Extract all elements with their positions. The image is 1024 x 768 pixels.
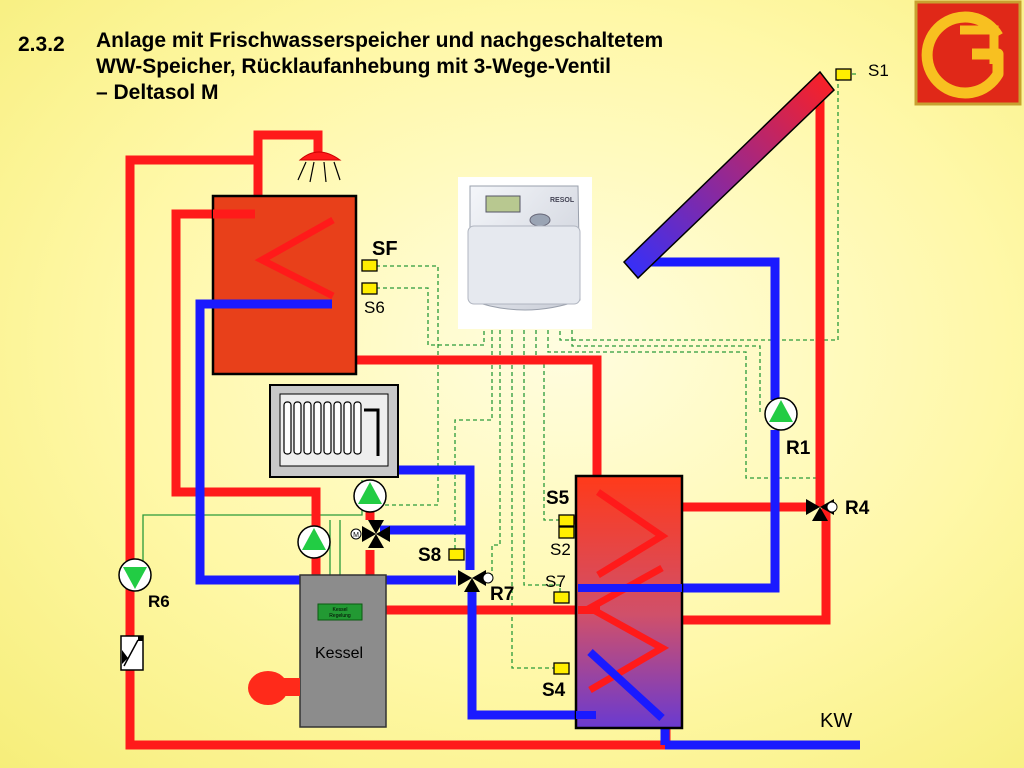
thermostatic-mixer-icon [120, 635, 144, 671]
controller-brand: RESOL [550, 197, 575, 204]
mixing-valve-m-icon [350, 520, 390, 548]
label-s1: S1 [868, 61, 889, 80]
boiler-control-label-1: Kessel [332, 607, 347, 613]
label-s2: S2 [550, 540, 571, 559]
sensor-s6 [361, 282, 378, 295]
label-r4: R4 [845, 498, 870, 519]
boiler-control-unit [317, 603, 363, 621]
label-r1: R1 [786, 438, 811, 459]
pump-heating-icon [353, 479, 387, 513]
pump-r1-icon [764, 397, 798, 431]
fresh-water-storage [211, 194, 358, 376]
section-number: 2.3.2 [18, 33, 65, 56]
company-logo-icon [914, 0, 1022, 106]
label-s7: S7 [545, 572, 566, 591]
page-title: Anlage mit Frischwasserspeicher und nach… [96, 28, 816, 106]
burner-icon [248, 671, 288, 705]
boiler [299, 574, 387, 728]
title-line-1: Anlage mit Frischwasserspeicher und nach… [96, 29, 664, 52]
title-line-2: WW-Speicher, Rücklaufanhebung mit 3-Wege… [96, 55, 611, 78]
label-kw: KW [820, 710, 853, 732]
valve-r7-icon [458, 570, 494, 592]
sensor-s5 [558, 514, 575, 527]
pump-boiler-icon [297, 525, 331, 559]
label-s5: S5 [546, 488, 570, 509]
label-s8: S8 [418, 545, 442, 566]
solar-controller-icon [458, 177, 592, 329]
sensor-s2 [558, 526, 575, 539]
label-sf: SF [372, 238, 398, 260]
label-r7: R7 [490, 584, 515, 605]
burner-fan-icon [284, 678, 300, 696]
radiator-icon [269, 384, 399, 478]
motor-label: M [353, 532, 359, 539]
label-s4: S4 [542, 680, 566, 701]
boiler-label: Kessel [315, 645, 364, 662]
sensor-s8 [448, 548, 465, 561]
sensor-s4 [553, 662, 570, 675]
label-s6: S6 [364, 298, 385, 317]
label-r6: R6 [148, 592, 170, 611]
pump-r6-icon [118, 558, 152, 592]
sensor-s1 [835, 68, 852, 81]
sensor-sf [361, 259, 378, 272]
title-line-3: – Deltasol M [96, 81, 219, 104]
shower-icon [297, 151, 342, 183]
solar-collector [622, 70, 836, 280]
boiler-control-label-2: Regelung [329, 613, 351, 619]
valve-r4-icon [806, 499, 838, 521]
sensor-s7 [553, 591, 570, 604]
